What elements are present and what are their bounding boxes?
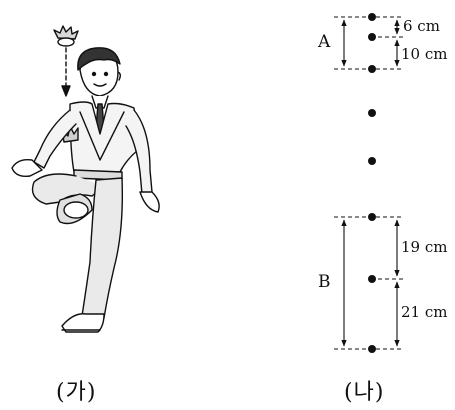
section-b-label: B — [318, 272, 331, 292]
dashed-guide-lines — [334, 16, 404, 350]
dot-5 — [368, 157, 376, 165]
caption-ga: (가) — [56, 380, 97, 405]
gap-1-label: 6 cm — [403, 17, 440, 35]
gap-2-label: 10 cm — [401, 45, 448, 63]
caption-na: (나) — [344, 380, 385, 405]
gap-3-label: 19 cm — [401, 238, 448, 256]
head — [77, 47, 121, 97]
dot-4 — [368, 109, 376, 117]
gap-4-label: 21 cm — [401, 303, 448, 321]
multiflash-dot-diagram — [368, 13, 376, 353]
kicking-person-illustration — [11, 25, 160, 333]
shuttlecock-icon — [53, 25, 79, 47]
section-a-label: A — [318, 32, 331, 52]
dimension-arrows — [341, 19, 400, 347]
dot-7 — [368, 275, 376, 283]
dot-2 — [368, 33, 376, 41]
